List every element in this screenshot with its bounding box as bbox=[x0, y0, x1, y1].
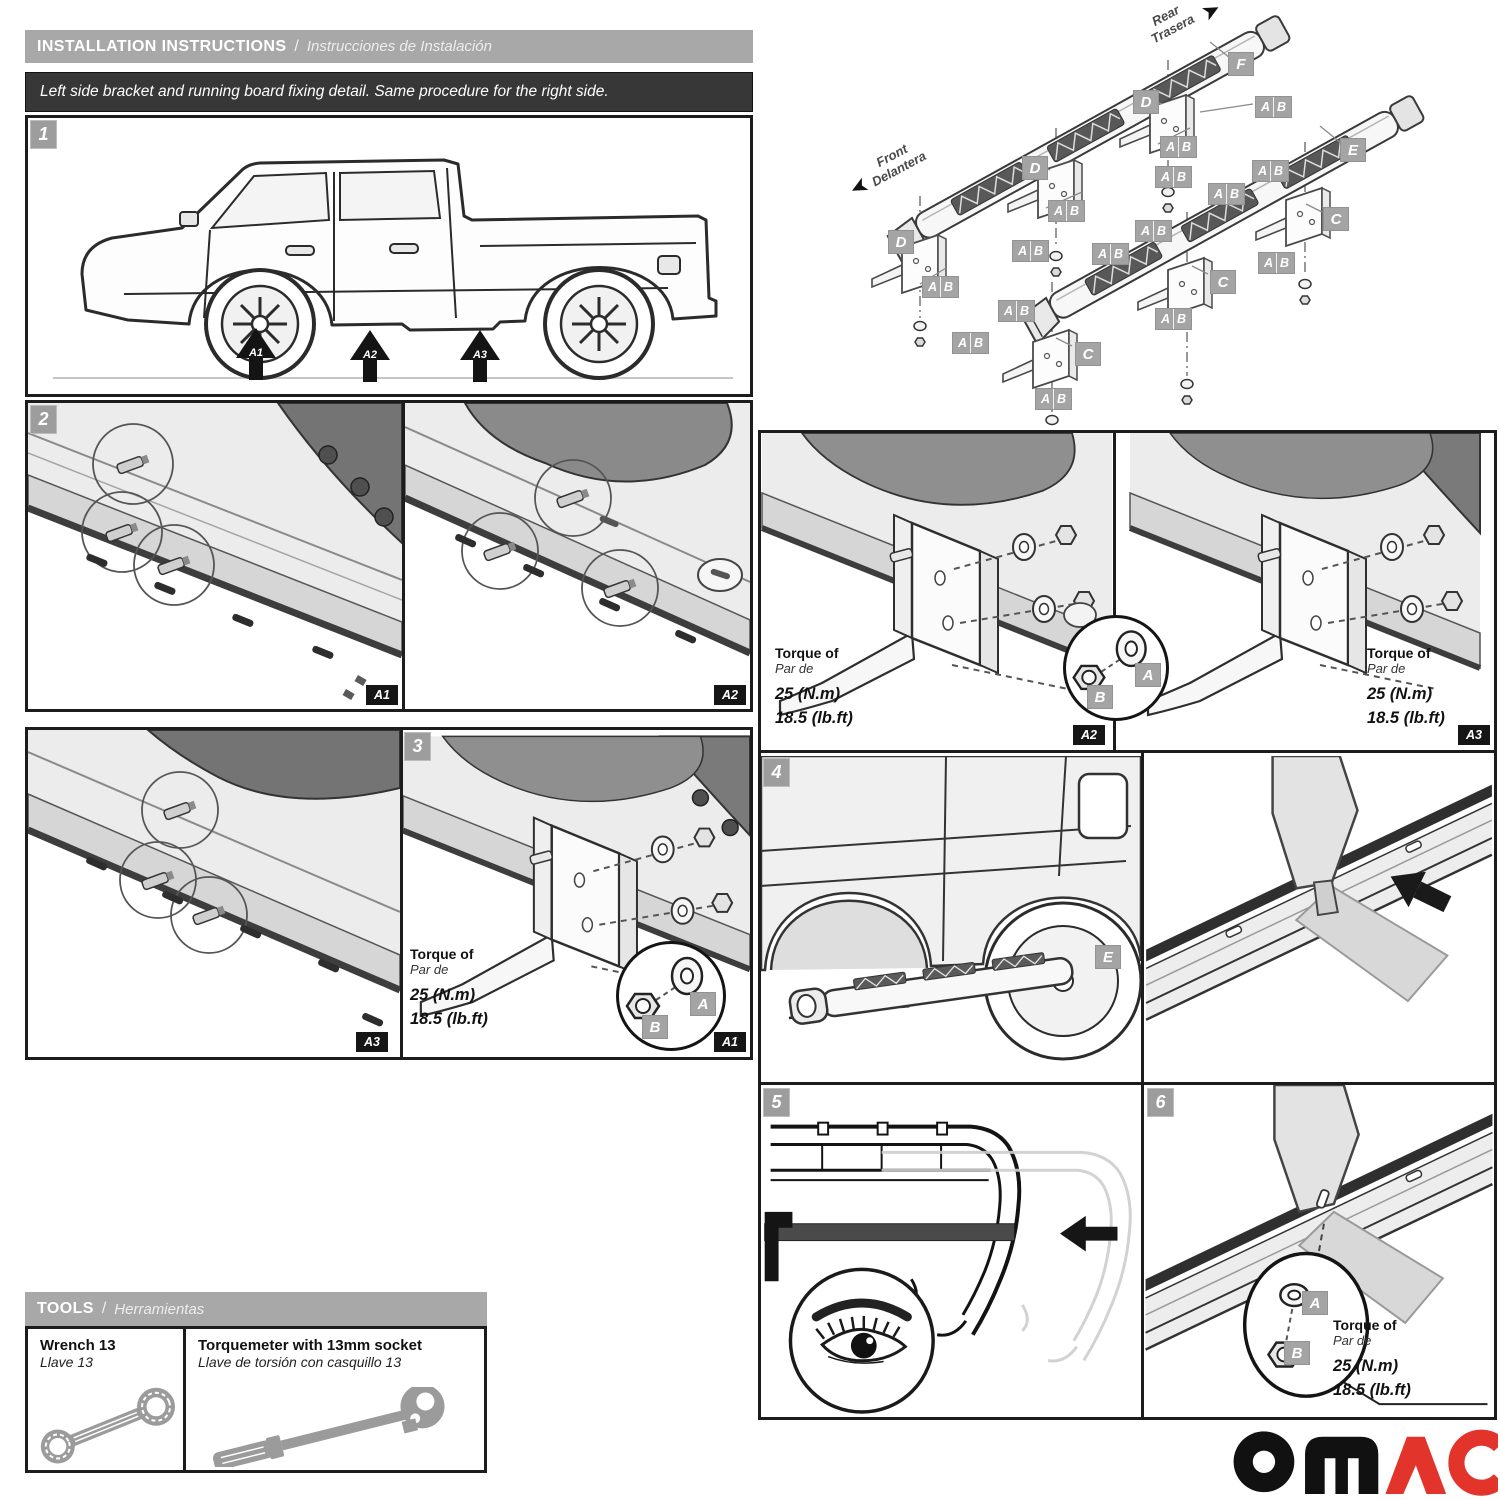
step-3-badge: 3 bbox=[404, 732, 431, 761]
part-e-badge: E bbox=[1095, 945, 1121, 969]
part-b-badge: B bbox=[1087, 685, 1113, 709]
bracket-fixing-detail-a1 bbox=[403, 735, 750, 1018]
step-5-badge: 5 bbox=[763, 1088, 790, 1117]
step-3-panel: 3 bbox=[25, 727, 753, 1060]
step-1-badge: 1 bbox=[30, 120, 57, 149]
step-6-badge: 6 bbox=[1147, 1088, 1174, 1117]
torquemeter-icon bbox=[212, 1387, 445, 1467]
svg-text:A1: A1 bbox=[248, 347, 263, 359]
part-b-badge: B bbox=[1284, 1341, 1310, 1365]
ref-a3-badge: A3 bbox=[1458, 725, 1490, 745]
svg-text:A2: A2 bbox=[362, 349, 377, 361]
right-steps-container: B A Torque of Par de 25 (N.m) 18.5 (lb.f… bbox=[758, 430, 1497, 1420]
page-header: INSTALLATION INSTRUCTIONS / Instruccione… bbox=[25, 30, 753, 63]
running-board-mounted-view bbox=[761, 756, 1141, 1061]
part-c-badge: C bbox=[1210, 270, 1236, 294]
ref-a2-badge: A2 bbox=[1073, 725, 1105, 745]
ref-a2-badge: A2 bbox=[714, 685, 746, 705]
press-direction-arrow bbox=[1060, 1215, 1118, 1252]
tool-torquemeter: Torquemeter with 13mm socket Llave de to… bbox=[198, 1337, 422, 1370]
note-bar: Left side bracket and running board fixi… bbox=[25, 72, 753, 112]
part-a-badge: A bbox=[690, 992, 716, 1016]
final-fixing-detail-view bbox=[1145, 1085, 1493, 1406]
torque-spec: Torque of Par de 25 (N.m) 18.5 (lb.ft) bbox=[410, 946, 488, 1028]
part-e-badge: E bbox=[1340, 138, 1366, 162]
torque-spec: Torque of Par de 25 (N.m) 18.5 (lb.ft) bbox=[775, 645, 853, 727]
mount-point-arrows bbox=[236, 328, 500, 382]
ref-a1-badge: A1 bbox=[714, 1032, 746, 1052]
step-2-badge: 2 bbox=[30, 405, 57, 434]
bracket-slide-on-board-view bbox=[1145, 756, 1493, 1021]
tool-wrench: Wrench 13 Llave 13 bbox=[40, 1337, 116, 1370]
tools-header: TOOLS / Herramientas bbox=[25, 1292, 487, 1326]
part-d-badge: D bbox=[1133, 90, 1159, 114]
rear-wheel bbox=[543, 268, 655, 380]
rocker-detail-a3 bbox=[28, 730, 400, 1027]
part-a-badge: A bbox=[1135, 663, 1161, 687]
cross-section-check-view bbox=[764, 1121, 1132, 1414]
part-b-badge: B bbox=[642, 1015, 668, 1039]
torque-spec: Torque of Par de 25 (N.m) 18.5 (lb.ft) bbox=[1367, 645, 1445, 727]
wrench-icon bbox=[40, 1387, 176, 1464]
part-d-badge: D bbox=[1022, 156, 1048, 180]
part-a-badge: A bbox=[1302, 1291, 1328, 1315]
bracket-torque-detail-a2 bbox=[761, 433, 1113, 717]
step-4-badge: 4 bbox=[763, 758, 790, 787]
front-wheel bbox=[204, 268, 316, 380]
part-c-badge: C bbox=[1075, 342, 1101, 366]
bracket-torque-detail-a3 bbox=[1128, 433, 1482, 717]
part-c-badge: C bbox=[1323, 207, 1349, 231]
omac-logo: OMAC bbox=[1233, 1429, 1498, 1496]
ref-a3-badge: A3 bbox=[356, 1032, 388, 1052]
rocker-detail-a2 bbox=[405, 403, 750, 657]
step-2-panel: 2 bbox=[25, 400, 753, 712]
part-d-badge: D bbox=[888, 230, 914, 254]
page-title-es: Instrucciones de Instalación bbox=[306, 38, 492, 55]
part-f-badge: F bbox=[1228, 52, 1254, 76]
tools-panel: Wrench 13 Llave 13 Torquemeter with 13mm… bbox=[25, 1326, 487, 1473]
truck-side-view-illustration: A1 A2 A3 bbox=[53, 158, 733, 382]
page-title: INSTALLATION INSTRUCTIONS bbox=[37, 37, 287, 55]
torque-spec: Torque of Par de 25 (N.m) 18.5 (lb.ft) bbox=[1333, 1317, 1411, 1399]
ref-a1-badge: A1 bbox=[366, 685, 398, 705]
svg-text:A3: A3 bbox=[472, 349, 487, 361]
step-1-panel: 1 bbox=[25, 115, 753, 397]
rocker-detail-a1 bbox=[28, 403, 402, 701]
visual-check-eye-icon bbox=[788, 1267, 935, 1414]
note-text: Left side bracket and running board fixi… bbox=[40, 83, 609, 100]
